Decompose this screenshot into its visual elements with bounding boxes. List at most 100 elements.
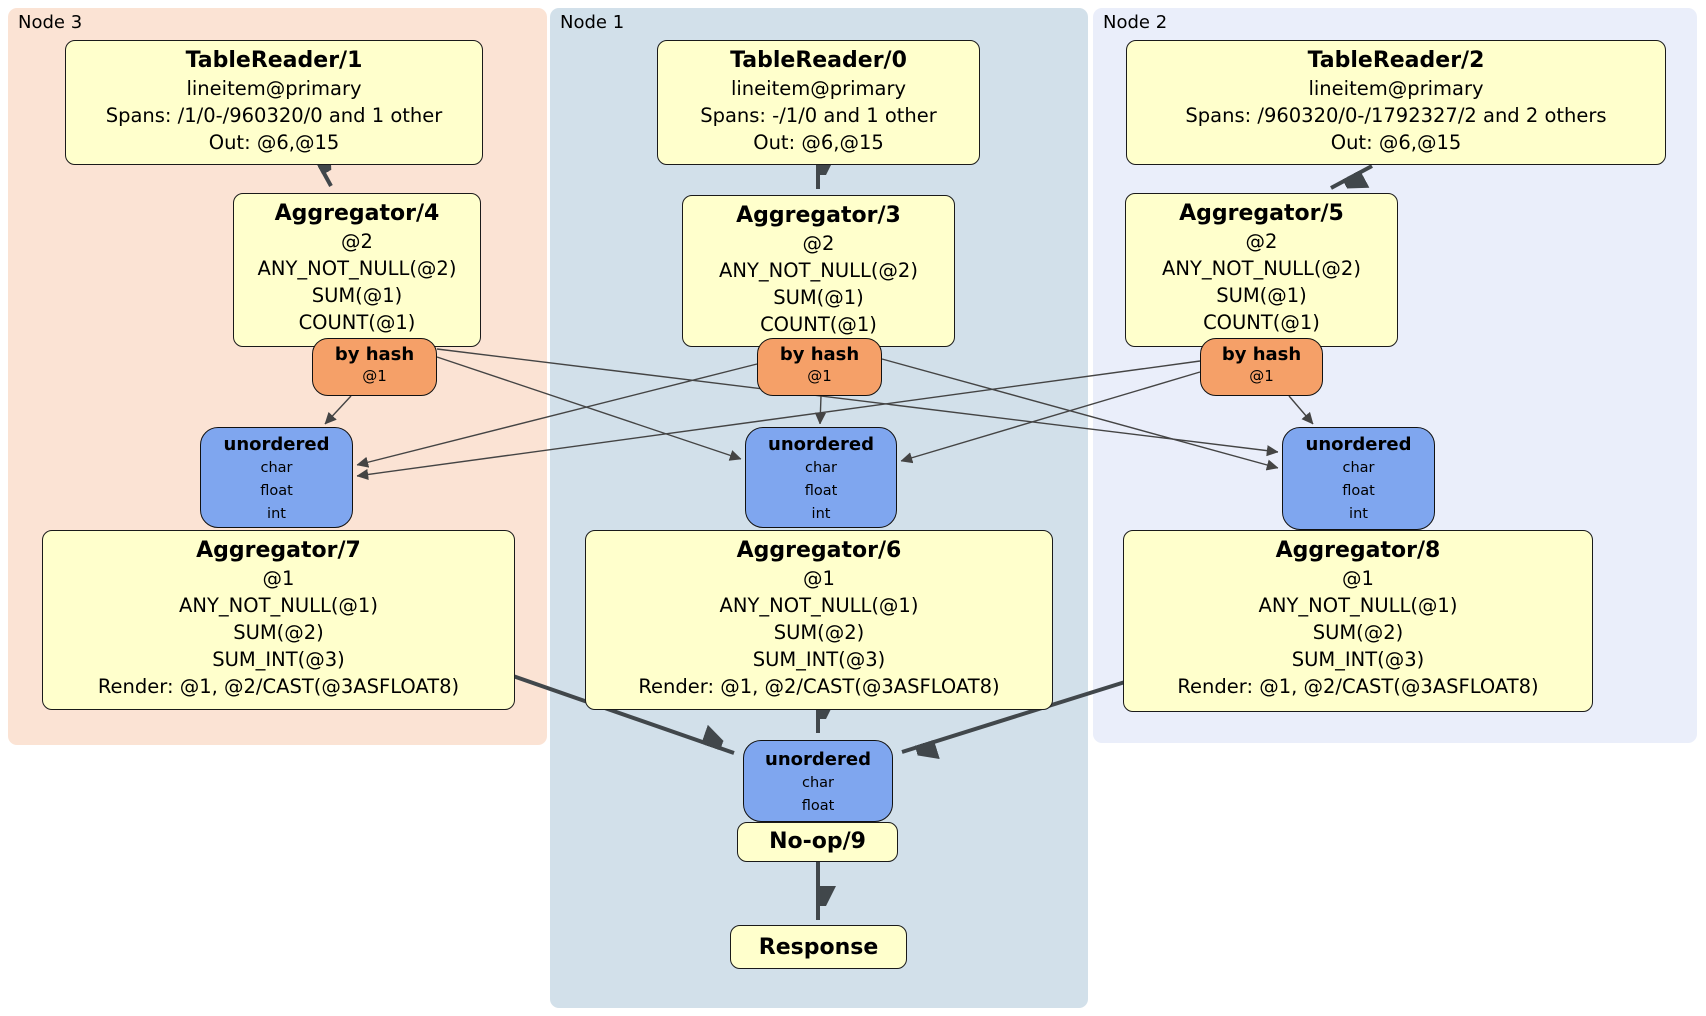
- edge-router1-sync2: [881, 358, 1278, 468]
- processor-line: SUM(@1): [311, 284, 403, 307]
- processor-line: COUNT(@1): [298, 311, 416, 334]
- processor-aggregator-6: Aggregator/6 @1 ANY_NOT_NULL(@1) SUM(@2)…: [585, 530, 1053, 710]
- processor-title: TableReader/0: [730, 48, 907, 73]
- processor-line: ANY_NOT_NULL(@2): [257, 257, 457, 280]
- processor-title: TableReader/2: [1307, 48, 1485, 73]
- processor-line: SUM(@1): [1216, 284, 1307, 307]
- processor-line: Out: @6,@15: [1330, 131, 1462, 154]
- router-by-hash-node3: by hash @1: [312, 338, 437, 396]
- sync-type: char: [260, 460, 293, 476]
- router-detail: @1: [362, 367, 387, 385]
- sync-type: char: [801, 775, 834, 791]
- processor-aggregator-5: Aggregator/5 @2 ANY_NOT_NULL(@2) SUM(@1)…: [1125, 193, 1398, 347]
- region-label-node2: Node 2: [1103, 12, 1168, 33]
- processor-title: Aggregator/4: [274, 201, 440, 226]
- edge-router3-sync1: [436, 356, 741, 459]
- processor-line: Spans: /1/0-/960320/0 and 1 other: [105, 104, 443, 127]
- processor-line: @1: [262, 567, 295, 590]
- processor-title: Aggregator/6: [736, 538, 902, 563]
- processor-line: Spans: -/1/0 and 1 other: [700, 104, 937, 127]
- sync-unordered-node2: unordered char float int: [1282, 427, 1435, 530]
- sync-type: char: [804, 460, 837, 476]
- edge-router1-sync1: [820, 395, 821, 424]
- processor-line: lineitem@primary: [1308, 77, 1484, 100]
- sync-title: unordered: [223, 434, 330, 455]
- processor-line: ANY_NOT_NULL(@2): [719, 259, 918, 282]
- processor-line: lineitem@primary: [730, 77, 907, 100]
- edge-router2-sync2: [1288, 395, 1314, 424]
- processor-title: Aggregator/3: [736, 203, 901, 228]
- sync-unordered-final: unordered char float: [743, 740, 893, 822]
- processor-tablereader-1: TableReader/1 lineitem@primary Spans: /1…: [65, 40, 483, 165]
- processor-line: @1: [803, 567, 835, 590]
- edge-agg7-sync: [512, 674, 735, 755]
- router-title: by hash: [779, 344, 860, 365]
- processor-aggregator-3: Aggregator/3 @2 ANY_NOT_NULL(@2) SUM(@1)…: [682, 195, 955, 347]
- router-by-hash-node1: by hash @1: [757, 338, 882, 396]
- processor-noop-9: No-op/9: [737, 822, 898, 862]
- sync-title: unordered: [768, 434, 874, 455]
- sync-type: int: [1349, 506, 1368, 522]
- processor-line: @1: [1342, 567, 1374, 590]
- processor-title: Aggregator/5: [1179, 201, 1344, 226]
- edge-router3-sync3: [324, 395, 352, 424]
- region-label-node1: Node 1: [560, 12, 625, 33]
- processor-aggregator-8: Aggregator/8 @1 ANY_NOT_NULL(@1) SUM(@2)…: [1123, 530, 1593, 712]
- router-title: by hash: [1221, 344, 1302, 365]
- processor-line: ANY_NOT_NULL(@1): [719, 594, 919, 617]
- edge-router3-sync2: [436, 348, 1278, 452]
- processor-title: No-op/9: [769, 829, 866, 854]
- processor-line: ANY_NOT_NULL(@1): [179, 594, 378, 617]
- processor-line: Out: @6,@15: [208, 131, 340, 154]
- router-detail: @1: [1249, 367, 1274, 385]
- sync-type: float: [1342, 483, 1375, 499]
- processor-line: @2: [802, 232, 835, 255]
- processor-line: Render: @1, @2/CAST(@3ASFLOAT8): [97, 675, 460, 698]
- processor-aggregator-7: Aggregator/7 @1 ANY_NOT_NULL(@1) SUM(@2)…: [42, 530, 515, 710]
- sync-unordered-node3: unordered char float int: [200, 427, 353, 528]
- processor-line: Render: @1, @2/CAST(@3ASFLOAT8): [1177, 675, 1539, 698]
- processor-aggregator-4: Aggregator/4 @2 ANY_NOT_NULL(@2) SUM(@1)…: [233, 193, 481, 347]
- processor-line: Out: @6,@15: [753, 131, 884, 154]
- edge-agg8-sync: [901, 680, 1126, 752]
- edge-tr1-agg4: [320, 166, 333, 187]
- processor-line: SUM_INT(@3): [212, 648, 345, 671]
- region-label-node3: Node 3: [18, 12, 83, 33]
- processor-line: SUM(@2): [233, 621, 324, 644]
- processor-line: Render: @1, @2/CAST(@3ASFLOAT8): [638, 675, 1000, 698]
- processor-line: SUM(@2): [773, 621, 865, 644]
- processor-response: Response: [730, 925, 907, 969]
- sync-type: float: [801, 798, 835, 814]
- sync-type: float: [804, 483, 838, 499]
- sync-title: unordered: [1305, 434, 1412, 455]
- processor-line: Spans: /960320/0-/1792327/2 and 2 others: [1185, 104, 1607, 127]
- sync-unordered-node1: unordered char float int: [745, 427, 897, 528]
- edge-router2-sync1: [901, 371, 1201, 461]
- edge-tr2-agg5: [1330, 164, 1373, 190]
- processor-line: COUNT(@1): [760, 313, 877, 336]
- processor-title: Response: [758, 935, 879, 960]
- processor-title: Aggregator/8: [1275, 538, 1441, 563]
- processor-line: SUM_INT(@3): [1291, 648, 1425, 671]
- edge-router2-sync3: [357, 360, 1201, 476]
- router-detail: @1: [807, 367, 832, 385]
- processor-line: @2: [341, 230, 373, 253]
- processor-line: COUNT(@1): [1203, 311, 1320, 334]
- processor-line: SUM(@2): [1312, 621, 1404, 644]
- sync-title: unordered: [765, 749, 871, 770]
- sync-type: float: [260, 483, 293, 499]
- processor-title: Aggregator/7: [196, 538, 361, 563]
- router-title: by hash: [334, 344, 415, 365]
- processor-line: lineitem@primary: [186, 77, 362, 100]
- sync-type: int: [811, 506, 831, 522]
- edge-router1-sync3: [357, 363, 758, 465]
- processor-tablereader-2: TableReader/2 lineitem@primary Spans: /9…: [1126, 40, 1666, 165]
- processor-line: @2: [1245, 230, 1278, 253]
- processor-line: SUM(@1): [773, 286, 864, 309]
- sync-type: int: [267, 506, 286, 522]
- processor-line: ANY_NOT_NULL(@1): [1258, 594, 1458, 617]
- sync-type: char: [1342, 460, 1375, 476]
- processor-tablereader-0: TableReader/0 lineitem@primary Spans: -/…: [657, 40, 980, 165]
